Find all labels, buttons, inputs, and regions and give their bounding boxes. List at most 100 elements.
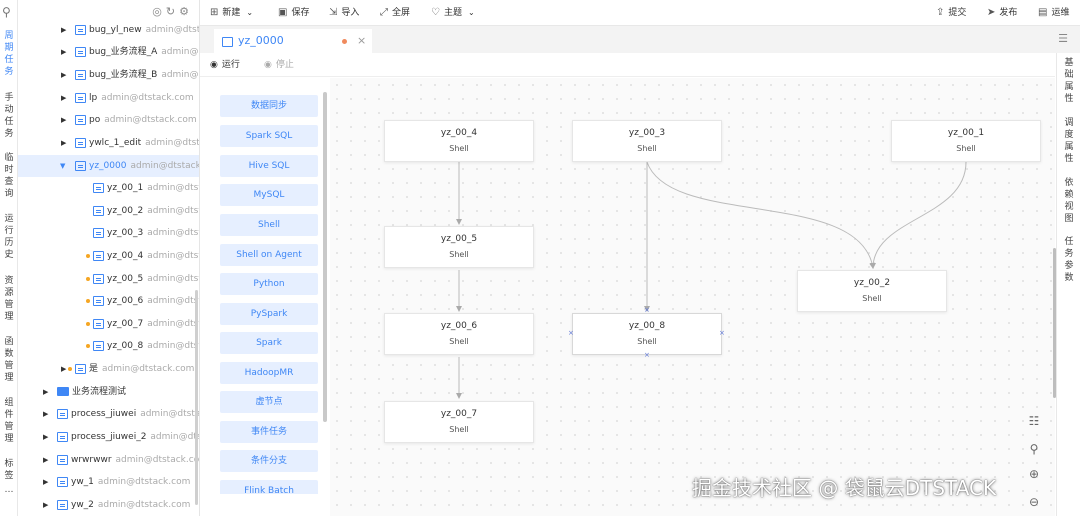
palette-item[interactable]: 事件任务 bbox=[220, 421, 318, 443]
caret-right-icon[interactable]: ▶ bbox=[61, 365, 67, 373]
nav-function-mgmt[interactable]: 函数管理 bbox=[4, 337, 14, 383]
palette-item[interactable]: Spark bbox=[220, 332, 318, 354]
layout-icon[interactable]: ☷ bbox=[1028, 414, 1040, 428]
nav-temp-query[interactable]: 临时查询 bbox=[4, 153, 14, 199]
zoom-in-icon[interactable]: ⊕ bbox=[1028, 467, 1040, 481]
tab-schedule-properties[interactable]: 调度属性 bbox=[1064, 118, 1074, 164]
palette-item[interactable]: PySpark bbox=[220, 303, 318, 325]
close-icon[interactable]: × bbox=[357, 34, 367, 47]
anchor-left-icon[interactable]: × bbox=[568, 329, 574, 337]
palette-item[interactable]: Flink Batch bbox=[220, 480, 318, 494]
ops-button[interactable]: ▤运维 bbox=[1038, 6, 1069, 20]
anchor-right-icon[interactable]: × bbox=[719, 329, 725, 337]
settings-icon[interactable]: ⚙ bbox=[179, 5, 193, 18]
nav-periodic-tasks[interactable]: 周期任务 bbox=[4, 31, 14, 77]
caret-right-icon[interactable]: ▶ bbox=[61, 48, 67, 56]
zoom-out-icon[interactable]: ⊖ bbox=[1028, 495, 1040, 509]
palette-item[interactable]: Hive SQL bbox=[220, 155, 318, 177]
palette-item[interactable]: 条件分支 bbox=[220, 450, 318, 472]
nav-component-mgmt[interactable]: 组件管理 bbox=[4, 398, 14, 444]
fullscreen-button[interactable]: ⤢全屏 bbox=[380, 6, 410, 20]
caret-right-icon[interactable]: ▶ bbox=[43, 433, 49, 441]
palette-item[interactable]: 数据同步 bbox=[220, 95, 318, 117]
caret-right-icon[interactable]: ▶ bbox=[61, 139, 67, 147]
tab-yz-0000[interactable]: yz_0000 × bbox=[214, 29, 372, 53]
tab-list-icon[interactable]: ☰ bbox=[1058, 32, 1068, 45]
palette-scrollbar[interactable] bbox=[323, 92, 327, 422]
tree-folder[interactable]: ▶业务流程测试 bbox=[18, 381, 199, 403]
nav-more[interactable]: … bbox=[4, 485, 14, 495]
canvas-scrollbar[interactable] bbox=[1053, 248, 1056, 398]
stop-button[interactable]: ◉停止 bbox=[264, 59, 294, 71]
publish-button[interactable]: ➤发布 bbox=[987, 6, 1017, 20]
caret-right-icon[interactable]: ▶ bbox=[43, 388, 49, 396]
nav-resource-mgmt[interactable]: 资源管理 bbox=[4, 276, 14, 322]
palette-item[interactable]: Shell on Agent bbox=[220, 244, 318, 266]
tree-scrollbar[interactable] bbox=[195, 290, 198, 505]
anchor-bottom-icon[interactable]: × bbox=[644, 351, 650, 359]
caret-right-icon[interactable]: ▶ bbox=[61, 26, 67, 34]
palette-item[interactable]: HadoopMR bbox=[220, 362, 318, 384]
save-button[interactable]: ▣保存 bbox=[278, 6, 309, 20]
locate-icon[interactable]: ◎ bbox=[152, 5, 166, 18]
palette-item[interactable]: 虚节点 bbox=[220, 391, 318, 413]
import-button[interactable]: ⇲导入 bbox=[329, 6, 359, 20]
caret-right-icon[interactable]: ▶ bbox=[61, 94, 67, 102]
search-zoom-icon[interactable]: ⚲ bbox=[1029, 442, 1039, 456]
palette-item[interactable]: Shell bbox=[220, 214, 318, 236]
search-icon[interactable]: ⚲ bbox=[2, 5, 11, 19]
tab-dependency-view[interactable]: 依赖视图 bbox=[1064, 178, 1074, 224]
nav-run-history[interactable]: 运行历史 bbox=[4, 214, 14, 260]
caret-right-icon[interactable]: ▶ bbox=[43, 478, 49, 486]
nav-tags[interactable]: 标签 bbox=[4, 459, 14, 481]
nav-manual-tasks[interactable]: 手动任务 bbox=[4, 93, 14, 139]
palette-item[interactable]: Spark SQL bbox=[220, 125, 318, 147]
caret-right-icon[interactable]: ▶ bbox=[43, 501, 49, 509]
caret-right-icon[interactable]: ▶ bbox=[61, 116, 67, 124]
run-button[interactable]: ◉运行 bbox=[210, 59, 240, 71]
modified-dot bbox=[68, 367, 72, 371]
theme-button[interactable]: ♡主题⌄ bbox=[431, 6, 475, 20]
new-button[interactable]: ⊞新建⌄ bbox=[210, 6, 253, 20]
tab-task-params[interactable]: 任务参数 bbox=[1064, 237, 1074, 283]
caret-right-icon[interactable]: ▶ bbox=[43, 456, 49, 464]
palette-item[interactable]: MySQL bbox=[220, 184, 318, 206]
caret-right-icon[interactable]: ▶ bbox=[43, 410, 49, 418]
tab-basic-properties[interactable]: 基础属性 bbox=[1064, 58, 1074, 104]
submit-button[interactable]: ⇪提交 bbox=[936, 6, 966, 20]
anchor-top-icon[interactable]: × bbox=[644, 306, 650, 314]
caret-right-icon[interactable]: ▶ bbox=[61, 71, 67, 79]
palette-item[interactable]: Python bbox=[220, 273, 318, 295]
caret-down-icon[interactable]: ▼ bbox=[60, 162, 66, 170]
refresh-icon[interactable]: ↻ bbox=[165, 5, 180, 18]
